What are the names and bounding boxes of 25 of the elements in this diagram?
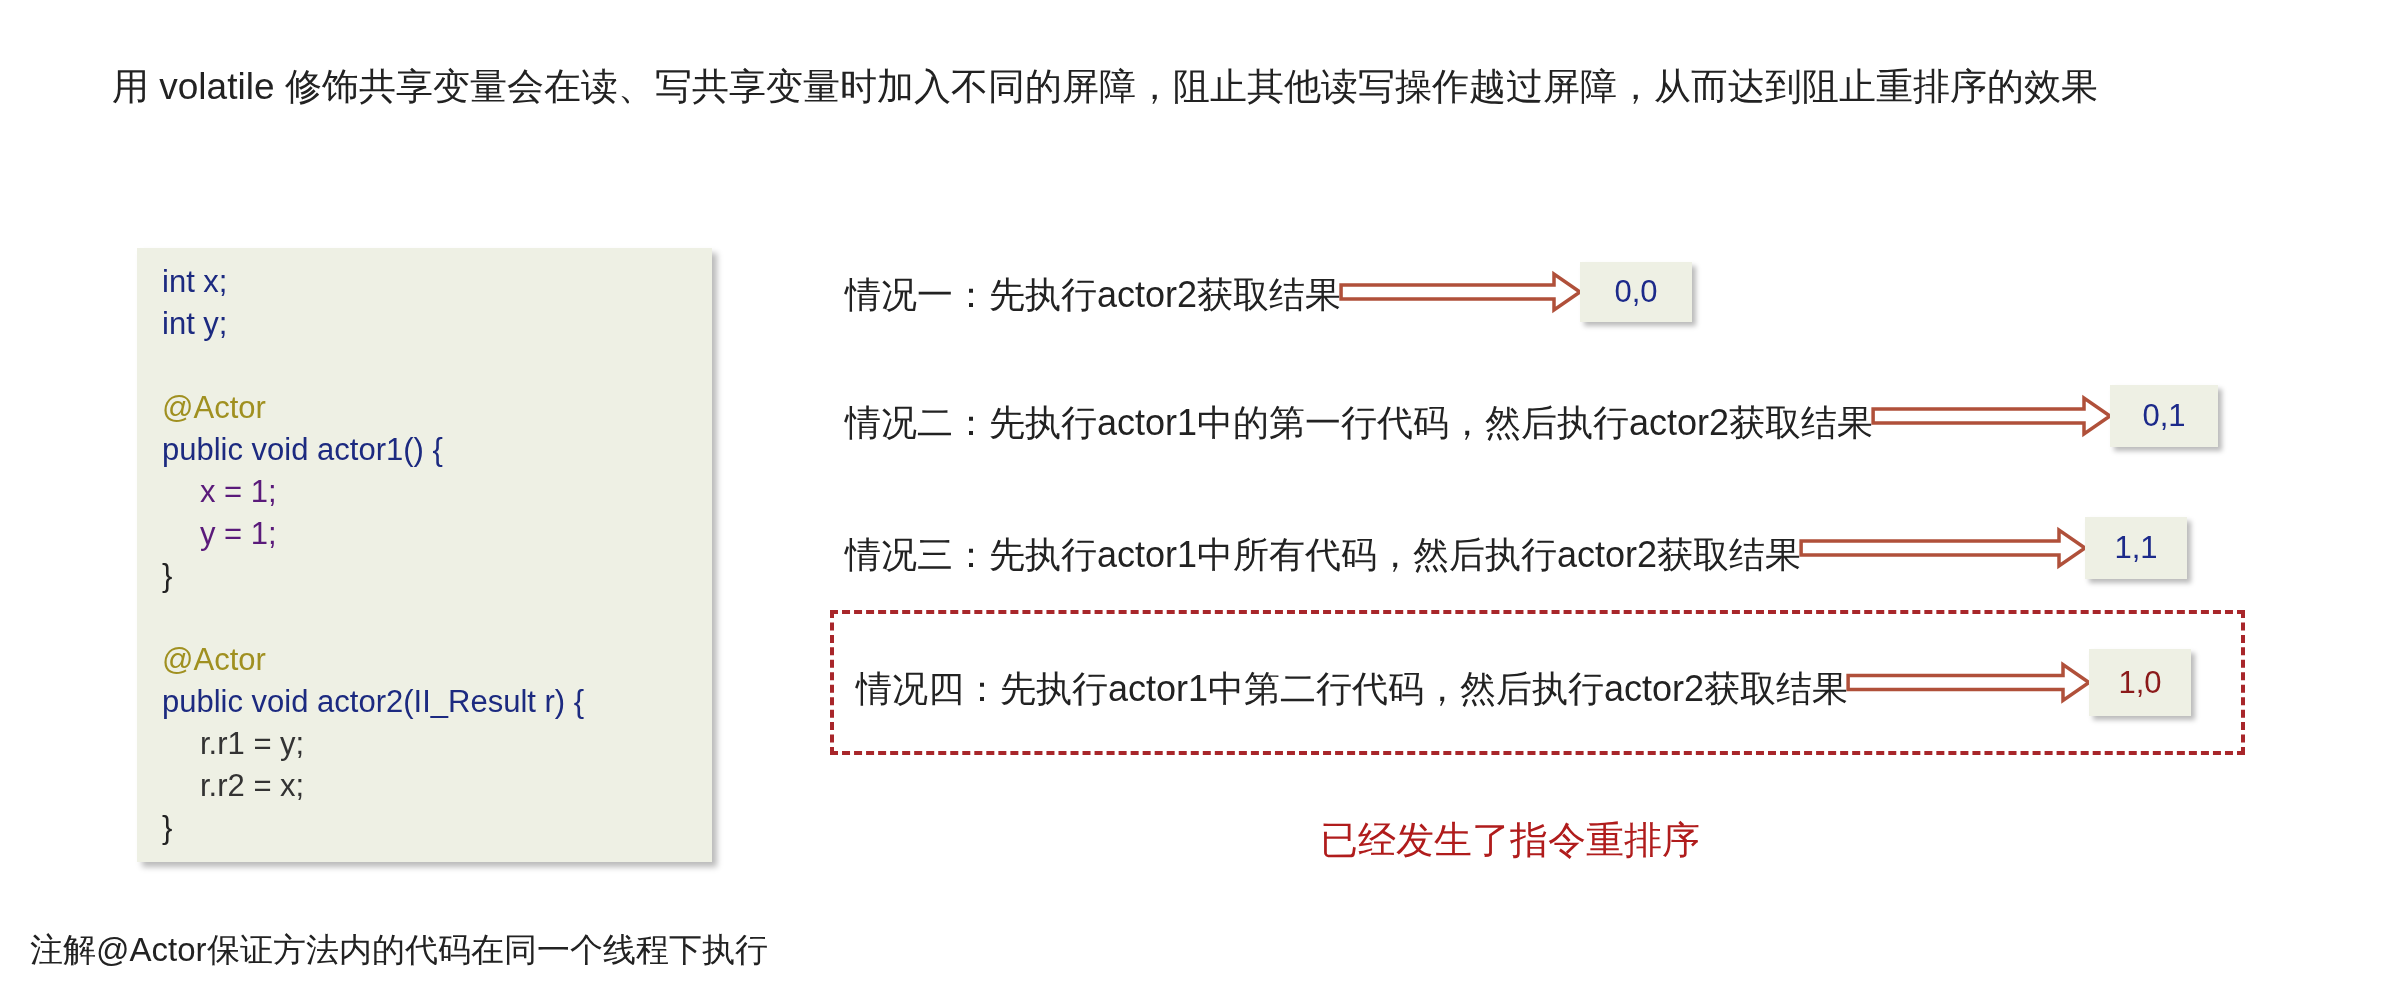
result-box: 1,1 (2085, 517, 2187, 579)
code-line: @Actor (162, 389, 266, 427)
case-text: 情况三：先执行actor1中所有代码，然后执行actor2获取结果 (845, 533, 1802, 577)
code-line: r.r2 = x; (200, 767, 305, 805)
case-text: 情况二：先执行actor1中的第一行代码，然后执行actor2获取结果 (845, 401, 1874, 445)
code-line: int y; (162, 305, 228, 343)
dashed-frame (830, 610, 2245, 755)
code-line: } (162, 557, 173, 595)
result-box: 0,1 (2110, 385, 2218, 447)
note-text: 已经发生了指令重排序 (1320, 818, 1700, 863)
code-line: public void actor2(II_Result r) { (162, 683, 585, 721)
code-box (137, 248, 712, 862)
code-line: } (162, 809, 173, 847)
code-line: x = 1; (200, 473, 277, 511)
code-line: public void actor1() { (162, 431, 443, 469)
code-line: r.r1 = y; (200, 725, 305, 763)
result-box: 1,0 (2089, 649, 2191, 716)
result-box: 0,0 (1580, 262, 1692, 322)
case-text: 情况四：先执行actor1中第二行代码，然后执行actor2获取结果 (856, 667, 1849, 711)
footnote-text: 注解@Actor保证方法内的代码在同一个线程下执行 (30, 930, 768, 970)
code-line: @Actor (162, 641, 266, 679)
code-line: int x; (162, 263, 228, 301)
case-text: 情况一：先执行actor2获取结果 (845, 273, 1342, 317)
code-line: y = 1; (200, 515, 277, 553)
heading-text: 用 volatile 修饰共享变量会在读、写共享变量时加入不同的屏障，阻止其他读写操作越过屏障，从而达到阻止重排序的效果 (112, 65, 2099, 109)
